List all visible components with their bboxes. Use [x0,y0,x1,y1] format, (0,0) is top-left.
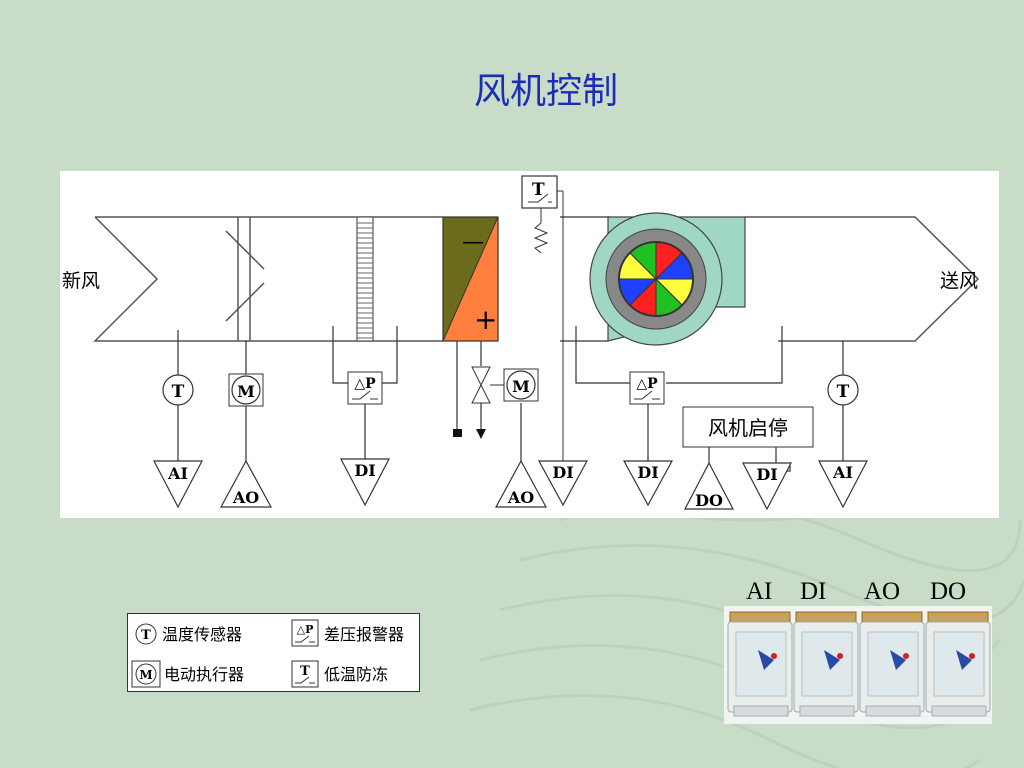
damper [225,217,265,341]
fan-start-stop-box: 风机启停 [682,406,814,448]
signal-di-fan-status: DI [742,462,792,511]
fresh-air-label: 新风 [62,270,100,292]
legend-item-dp-alarm: △P 差压报警器 [291,619,404,647]
filter-dp-switch: △P [347,371,383,405]
symbol-legend: T 温度传感器 △P 差压报警器 M 电动执行器 T 低温防冻 [127,613,420,692]
svg-text:AI: AI [167,464,188,483]
module-label-di: DI [800,578,827,605]
signal-di-freeze: DI [537,460,589,507]
svg-text:DI: DI [756,465,777,484]
svg-text:M: M [512,377,530,396]
module-label-ai: AI [746,578,773,605]
svg-text:低温防冻: 低温防冻 [324,665,388,684]
temp-sensor-right: T [827,374,859,406]
svg-text:风机启停: 风机启停 [708,416,788,440]
svg-text:M: M [237,382,255,401]
io-module [727,611,793,717]
module-label-ao: AO [864,578,901,605]
legend-item-actuator: M 电动执行器 [131,660,244,688]
svg-text:T: T [300,664,310,679]
filter [356,216,374,342]
svg-text:T: T [172,382,185,402]
svg-text:T: T [837,382,850,402]
svg-text:T: T [141,628,151,643]
svg-text:△P: △P [354,376,376,392]
svg-text:电动执行器: 电动执行器 [164,665,244,684]
legend-item-freeze-protect: T 低温防冻 [291,660,388,688]
signal-di-fan-dp: DI [622,460,674,507]
temp-sensor-left: T [162,374,194,406]
io-module [793,611,859,717]
signal-ai-right: AI [818,460,868,509]
io-module [925,611,991,717]
svg-text:DI: DI [637,463,658,482]
svg-text:AI: AI [832,463,853,482]
page-title: 风机控制 [473,71,618,112]
heating-sign: + [474,303,497,336]
supply-air-label: 送风 [940,270,978,292]
svg-text:AO: AO [507,488,534,507]
signal-di-filter: DI [340,458,390,507]
fan-control-diagram: — + T 新风 送风 [60,171,999,518]
svg-text:差压报警器: 差压报警器 [324,625,404,644]
cooling-sign: — [462,230,484,255]
supply-fan [589,212,746,346]
svg-text:DO: DO [695,491,723,510]
air-duct [93,216,980,342]
signal-ao-damper: AO [219,459,273,508]
svg-text:DI: DI [354,461,375,480]
svg-text:AO: AO [232,488,259,507]
svg-text:DI: DI [552,463,573,482]
fan-dp-switch: △P [629,371,665,405]
damper-actuator: M [228,373,264,407]
legend-item-temp-sensor: T 温度传感器 [135,623,242,645]
cooling-heating-coil: — + [442,216,499,342]
io-module-labels: AI DI AO DO [740,578,980,610]
svg-text:△P: △P [636,376,658,392]
signal-ao-valve: AO [494,459,548,508]
signal-do-fan: DO [684,461,734,510]
svg-text:T: T [532,180,545,200]
io-modules-photo [724,606,992,724]
control-valve [453,366,506,439]
freeze-stat-sensor: T [521,175,564,461]
valve-actuator: M [503,368,539,402]
module-label-do: DO [930,578,967,605]
svg-text:△P: △P [297,623,314,636]
svg-text:温度传感器: 温度传感器 [162,625,242,644]
signal-ai-left: AI [153,460,203,509]
svg-text:M: M [139,668,152,682]
io-module [859,611,925,717]
